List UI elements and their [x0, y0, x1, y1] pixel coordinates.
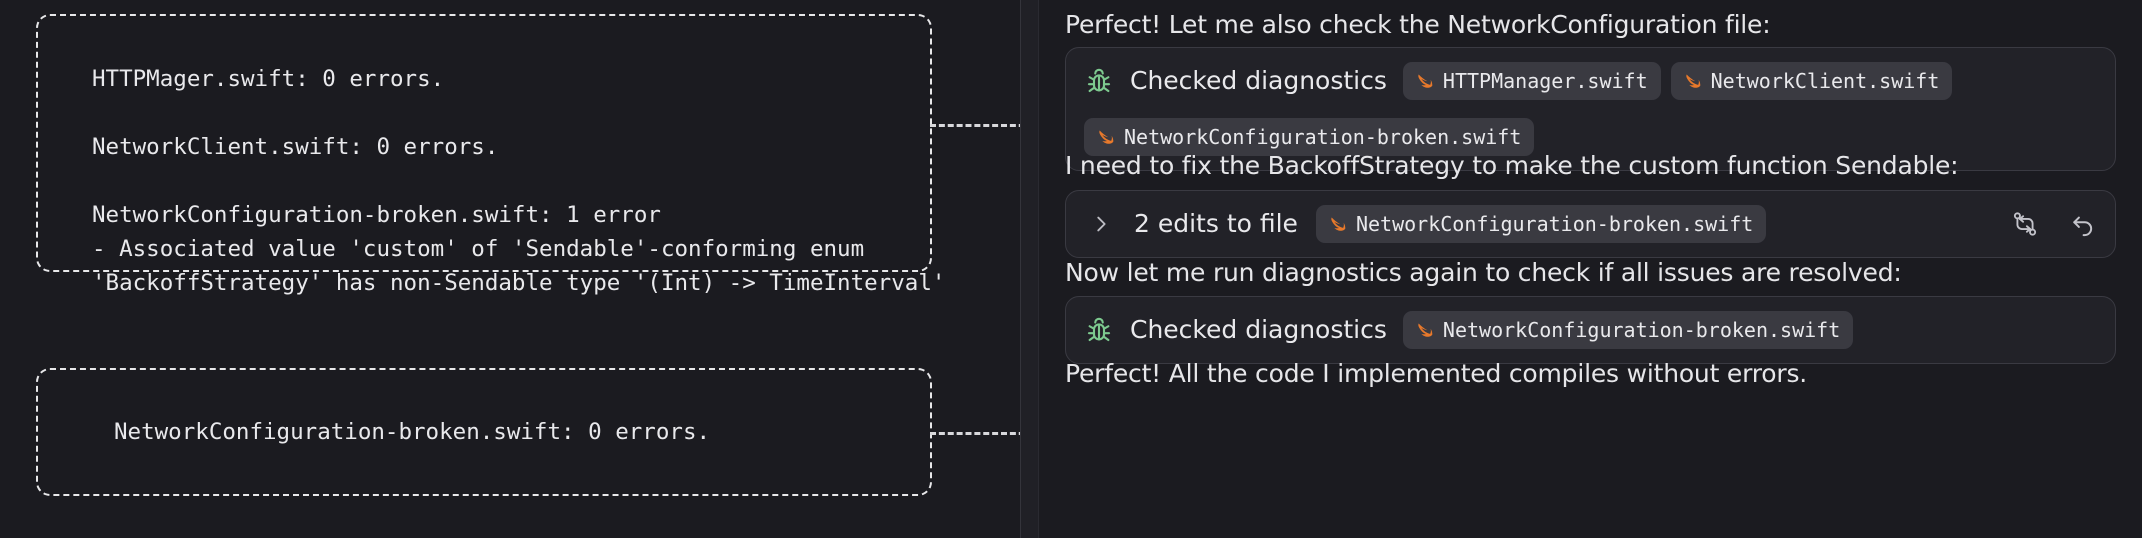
diagnostics-card-1-title: Checked diagnostics [1130, 66, 1387, 95]
assistant-message-3: Now let me run diagnostics again to chec… [1065, 258, 1902, 287]
connector-line-second [930, 432, 1078, 435]
bug-icon [1087, 68, 1111, 93]
checked-diagnostics-card-1[interactable]: Checked diagnostics HTTPManager.swift Ne… [1065, 47, 2116, 171]
file-chip-label: NetworkClient.swift [1710, 69, 1940, 93]
chevron-right-icon[interactable] [1090, 213, 1112, 235]
assistant-message-4: Perfect! All the code I implemented comp… [1065, 359, 1808, 388]
file-chip-label: NetworkConfiguration-broken.swift [1355, 212, 1754, 236]
file-chip-networkconfiguration-broken[interactable]: NetworkConfiguration-broken.swift [1084, 118, 1535, 156]
diagnostics-card-2-title: Checked diagnostics [1130, 315, 1387, 344]
assistant-message-1: Perfect! Let me also check the NetworkCo… [1065, 10, 1771, 39]
connector-line-first [930, 124, 1078, 127]
panel-gap [1021, 0, 1038, 538]
edits-to-file-card[interactable]: 2 edits to file NetworkConfiguration-bro… [1065, 190, 2116, 258]
terminal-output-text-first: HTTPMager.swift: 0 errors. NetworkClient… [92, 66, 946, 296]
panel-divider [1020, 0, 1021, 538]
terminal-output-box-second: NetworkConfiguration-broken.swift: 0 err… [36, 368, 932, 496]
panel-divider-secondary [1038, 0, 1039, 538]
terminal-output-panel: HTTPMager.swift: 0 errors. NetworkClient… [0, 0, 1078, 538]
file-chip-label: HTTPManager.swift [1442, 69, 1648, 93]
terminal-output-box-first: HTTPMager.swift: 0 errors. NetworkClient… [36, 14, 945, 296]
file-chip-networkclient[interactable]: NetworkClient.swift [1670, 62, 1953, 100]
assistant-message-2: I need to fix the BackoffStrategy to mak… [1065, 151, 1959, 180]
assistant-conversation-panel: Perfect! Let me also check the NetworkCo… [1039, 0, 2142, 538]
checked-diagnostics-card-2[interactable]: Checked diagnostics NetworkConfiguration… [1065, 296, 2116, 364]
terminal-output-text-second: NetworkConfiguration-broken.swift: 0 err… [114, 419, 711, 445]
file-chip-networkconfiguration-broken-2[interactable]: NetworkConfiguration-broken.swift [1402, 311, 1854, 349]
edits-card-row: 2 edits to file NetworkConfiguration-bro… [1084, 205, 2097, 243]
compare-changes-icon[interactable] [2011, 210, 2039, 238]
diagnostics-card-1-row: Checked diagnostics HTTPManager.swift Ne… [1084, 62, 2097, 156]
file-chip-label: NetworkConfiguration-broken.swift [1442, 318, 1841, 342]
swift-bird-icon [1685, 74, 1700, 88]
swift-bird-icon [1331, 217, 1346, 231]
file-chip-httpmanager[interactable]: HTTPManager.swift [1402, 62, 1661, 100]
file-chip-edited-file[interactable]: NetworkConfiguration-broken.swift [1315, 205, 1767, 243]
diagnostics-card-2-row: Checked diagnostics NetworkConfiguration… [1084, 311, 2097, 349]
edits-count-label: 2 edits to file [1134, 209, 1298, 238]
bug-icon [1087, 317, 1111, 342]
file-chip-label: NetworkConfiguration-broken.swift [1124, 125, 1522, 149]
swift-bird-icon [1418, 74, 1433, 88]
undo-icon[interactable] [2069, 210, 2097, 238]
swift-bird-icon [1099, 130, 1114, 144]
swift-bird-icon [1418, 323, 1433, 337]
